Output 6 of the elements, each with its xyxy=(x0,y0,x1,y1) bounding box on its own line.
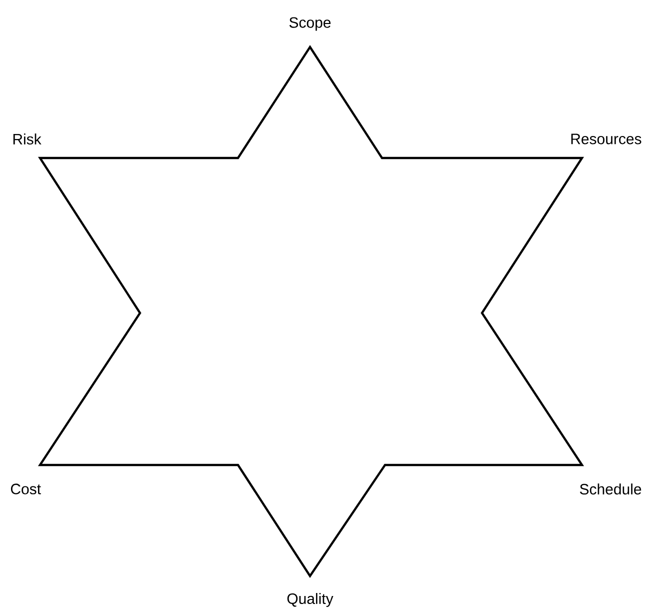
vertex-label: Quality xyxy=(287,593,334,607)
vertex-label: Resources xyxy=(571,134,642,144)
vertex-label: Scope xyxy=(289,17,331,31)
vertex-label: Schedule xyxy=(580,484,642,494)
vertex-label: Cost xyxy=(10,484,41,494)
vertex-label: Risk xyxy=(13,134,42,144)
